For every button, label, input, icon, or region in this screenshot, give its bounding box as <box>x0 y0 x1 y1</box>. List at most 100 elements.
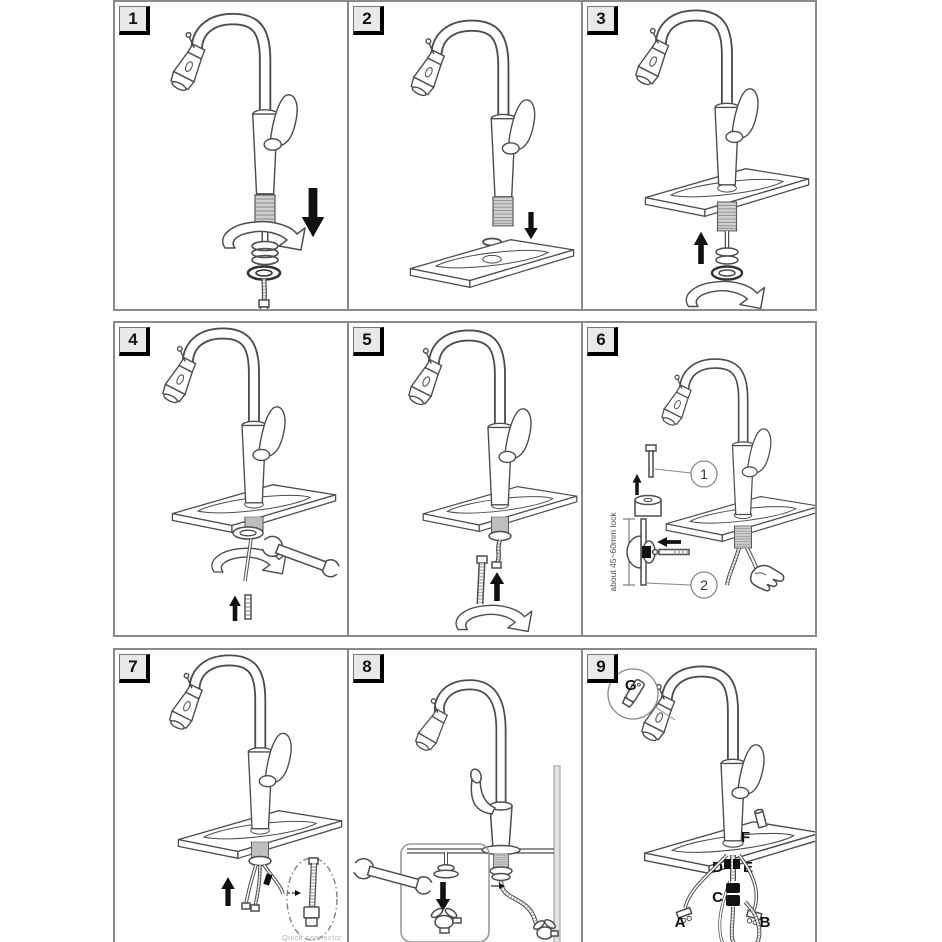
faucet-illustration <box>401 335 531 504</box>
quick-connector-block <box>724 859 731 869</box>
angle-valve-detail <box>434 914 454 930</box>
step-number: 7 <box>128 657 138 676</box>
part-label-g: G <box>625 677 637 694</box>
threaded-shank <box>716 201 738 232</box>
panel-6-figure: 1 about 45~60mm lock 2 <box>608 323 815 599</box>
hose-weight <box>726 883 740 893</box>
up-arrow-icon <box>693 231 709 264</box>
step-number: 5 <box>362 330 372 349</box>
step-panel-3: 3 <box>581 0 817 311</box>
bolt-head <box>645 444 657 452</box>
step-number-badge: 2 <box>353 6 384 35</box>
wrench-icon <box>349 855 437 897</box>
panel-5-figure <box>349 323 578 633</box>
panel-2-figure <box>349 2 575 288</box>
quick-connect-clip <box>263 873 273 886</box>
rotate-arrow-icon <box>685 280 766 309</box>
step-number-badge: 9 <box>587 654 618 683</box>
panel-9-figure: G F D E C A <box>607 650 815 942</box>
step-number: 6 <box>596 330 606 349</box>
faucet-illustration <box>655 364 771 515</box>
faucet-illustration <box>161 660 291 828</box>
callout-circle-2 <box>690 571 718 599</box>
step-panel-1: 1 <box>113 0 349 311</box>
supply-fitting-a <box>675 906 693 924</box>
up-arrow-icon <box>229 595 241 621</box>
step-panel-5: 5 <box>347 321 583 637</box>
part-label-a: A <box>675 914 686 931</box>
supply-hose <box>499 880 540 928</box>
hose-nut <box>488 530 512 542</box>
threaded-shank <box>492 196 514 227</box>
hose-nut <box>248 855 272 867</box>
panel-8-figure <box>349 679 561 942</box>
up-arrow-icon <box>632 473 642 495</box>
step-number-badge: 7 <box>119 654 150 683</box>
step-panel-6: 6 1 about 45~60mm lock <box>581 321 817 637</box>
part-label-d: D <box>712 859 723 876</box>
pointer-arrow-icon <box>295 890 301 896</box>
step-panel-8: 8 <box>347 648 583 942</box>
step-panel-7: 7 Quick connector <box>113 648 349 942</box>
step-number-badge: 8 <box>353 654 384 683</box>
panel-7-figure: Quick connector <box>115 650 343 942</box>
step-number-badge: 6 <box>587 327 618 356</box>
rotate-arrow-icon <box>455 604 533 633</box>
washer <box>715 247 739 257</box>
deck-accessory <box>753 808 768 829</box>
spray-head <box>414 698 449 751</box>
callout-number-1: 1 <box>700 466 708 482</box>
countertop <box>407 848 554 854</box>
step-number: 9 <box>596 657 606 676</box>
mounting-nut <box>232 526 264 540</box>
step-number: 3 <box>596 9 606 28</box>
up-arrow-icon <box>221 877 235 906</box>
step-number: 2 <box>362 9 372 28</box>
wall <box>553 765 561 942</box>
left-arrow-icon <box>657 537 681 547</box>
step-panel-2: 2 <box>347 0 583 311</box>
braided-hose <box>478 562 484 605</box>
mounting-nut <box>710 265 744 281</box>
deck-plate <box>409 239 575 288</box>
spray-wand-detail <box>621 679 645 709</box>
mounting-nut <box>246 265 282 281</box>
down-arrow-icon <box>435 882 451 911</box>
step-number-badge: 3 <box>587 6 618 35</box>
step-number: 1 <box>128 9 138 28</box>
panel-4-figure <box>115 323 346 621</box>
quick-connector <box>303 906 320 919</box>
faucet-illustration <box>628 15 758 184</box>
callout-circle-1 <box>690 460 718 488</box>
step-panel-4: 4 <box>113 321 349 637</box>
wrench-icon <box>255 532 346 580</box>
panel-3-figure <box>583 2 810 309</box>
part-label-b: B <box>760 914 771 931</box>
step-number-badge: 5 <box>353 327 384 356</box>
step-number: 8 <box>362 657 372 676</box>
lock-range-annotation: about 45~60mm lock <box>608 512 618 592</box>
bolt <box>648 450 654 478</box>
braided-hose <box>310 862 316 909</box>
hose-fitting <box>476 555 488 564</box>
up-arrow-icon <box>489 572 505 601</box>
callout-number-2: 2 <box>700 577 708 593</box>
threaded-shank <box>733 525 753 549</box>
step-panel-9: 9 G F D E <box>581 648 817 942</box>
faucet-illustration <box>155 333 285 502</box>
step-number: 4 <box>128 330 138 349</box>
step-number-badge: 4 <box>119 327 150 356</box>
quick-connector-caption: Quick connector <box>282 933 342 942</box>
detail-callout-ellipse <box>286 857 338 941</box>
pointer-arrow-icon <box>499 883 505 889</box>
detail-callout-box <box>400 843 490 942</box>
step-number-badge: 1 <box>119 6 150 35</box>
panel-1-figure <box>115 2 325 309</box>
down-arrow-icon <box>524 212 538 240</box>
bracket-screw <box>658 548 690 556</box>
faucet-illustration <box>403 26 535 197</box>
faucet-illustration <box>162 19 297 194</box>
part-label-c: C <box>712 889 723 906</box>
spring-washer <box>251 240 279 266</box>
